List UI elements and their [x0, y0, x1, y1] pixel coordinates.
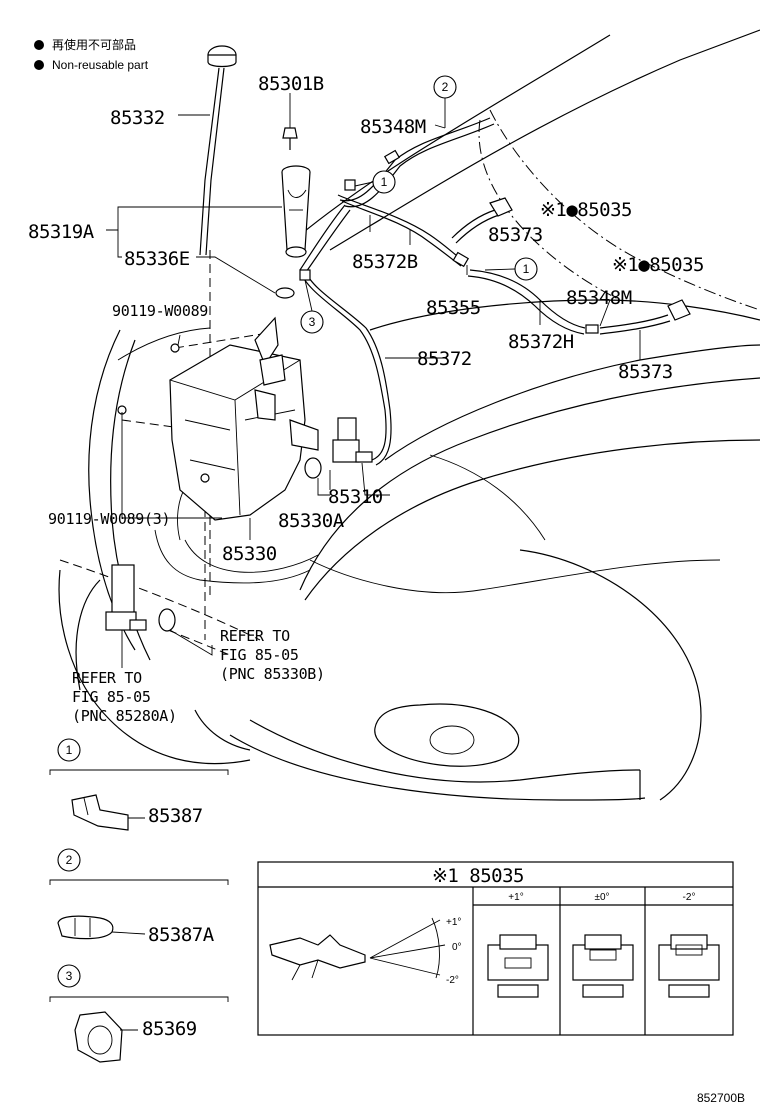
nozzle-aim-inset: ※1 85035 +1° ±0° -2° +1° 0° -2°: [257, 861, 734, 1036]
refer-left-line1: REFER TO: [72, 669, 142, 687]
legend-line-2: Non-reusable part: [52, 58, 149, 72]
label-85387A: 85387A: [148, 924, 215, 946]
clip-key-1: 1 85387: [49, 738, 229, 831]
label-85355: 85355: [426, 297, 481, 319]
nozzle-85035-upper: [489, 197, 513, 217]
label-85301B: 85301B: [258, 73, 324, 95]
angle-minus: -2°: [446, 975, 459, 986]
front-grommet: [158, 608, 176, 632]
diagram-code: 852700B: [697, 1091, 745, 1105]
leader-callout-1b: [484, 268, 516, 271]
label-90119-lower: 90119-W0089(3): [48, 510, 170, 528]
svg-text:2: 2: [442, 80, 449, 94]
angle-plus: +1°: [446, 917, 461, 928]
part-labels: 85301B 85332 85348M 85319A 85336E ※1●850…: [28, 73, 705, 725]
leader-callout-3: [304, 279, 313, 312]
svg-text:2: 2: [66, 853, 73, 867]
pump-85310: [332, 417, 373, 463]
svg-text:3: 3: [309, 315, 316, 329]
legend-line-1: 再使用不可部品: [52, 37, 136, 52]
label-85035-lower: ※1●85035: [612, 254, 704, 276]
refer-left-line2: FIG 85-05: [72, 688, 151, 706]
refer-right-line2: FIG 85-05: [220, 646, 299, 664]
angle-zero: 0°: [452, 942, 462, 953]
legend-bullet-1: [34, 40, 44, 50]
label-85372H: 85372H: [508, 331, 574, 353]
svg-text:1: 1: [523, 262, 530, 276]
clip-85301B: [282, 127, 298, 150]
filler-cap-85332: [199, 45, 237, 256]
label-85373-lower: 85373: [618, 361, 673, 383]
grommet-85330A: [304, 457, 322, 479]
callout-circle-2-main: 2: [433, 75, 457, 99]
clip-key-2: 2 85387A: [49, 848, 229, 946]
inset-col-plus: +1°: [508, 892, 523, 903]
callout-circle-1-upper: 1: [372, 170, 396, 194]
label-85373-upper: 85373: [488, 224, 543, 246]
nozzle-view-plus1: [487, 934, 549, 998]
label-85336E: 85336E: [124, 248, 190, 270]
label-85369: 85369: [142, 1018, 197, 1040]
hose-connectors: [299, 149, 599, 334]
svg-text:1: 1: [66, 743, 73, 757]
label-85035-upper: ※1●85035: [540, 199, 632, 221]
legend-bullet-2: [34, 60, 44, 70]
refer-right-line1: REFER TO: [220, 627, 290, 645]
front-washer-pump: [105, 564, 147, 631]
clip-key-3: 3 85369: [49, 964, 229, 1063]
label-85372: 85372: [417, 348, 472, 370]
washer-tank-85330: [169, 316, 319, 521]
nozzle-view-minus2: [658, 934, 720, 998]
label-85319A: 85319A: [28, 221, 95, 243]
callout-circle-1-lower: 1: [514, 257, 538, 281]
refer-left-line3: (PNC 85280A): [72, 707, 177, 725]
inset-title: ※1 85035: [432, 865, 524, 887]
nozzle-view-zero: [572, 934, 634, 998]
grommet-85336E: [275, 287, 295, 299]
leader-lines: [106, 93, 641, 668]
inset-col-minus: -2°: [683, 892, 696, 903]
callout-circle-3-main: 3: [300, 310, 324, 334]
car-body-outline: [58, 29, 760, 801]
label-85330: 85330: [222, 543, 277, 565]
svg-text:3: 3: [66, 969, 73, 983]
refer-right-line3: (PNC 85330B): [220, 665, 325, 683]
filler-neck-85319A: [281, 165, 311, 258]
label-85332: 85332: [110, 107, 165, 129]
leader-callout-1a: [354, 181, 374, 187]
label-85372B: 85372B: [352, 251, 418, 273]
label-85387: 85387: [148, 805, 203, 827]
label-85348M-lower: 85348M: [566, 287, 632, 309]
label-85310: 85310: [328, 486, 383, 508]
label-90119-upper: 90119-W0089: [112, 302, 208, 320]
label-85348M-top: 85348M: [360, 116, 426, 138]
nozzle-85035-lower: [667, 299, 691, 321]
svg-text:1: 1: [381, 175, 388, 189]
bolts-90119: [117, 343, 210, 483]
inset-col-zero: ±0°: [594, 892, 609, 903]
label-85330A: 85330A: [278, 510, 345, 532]
